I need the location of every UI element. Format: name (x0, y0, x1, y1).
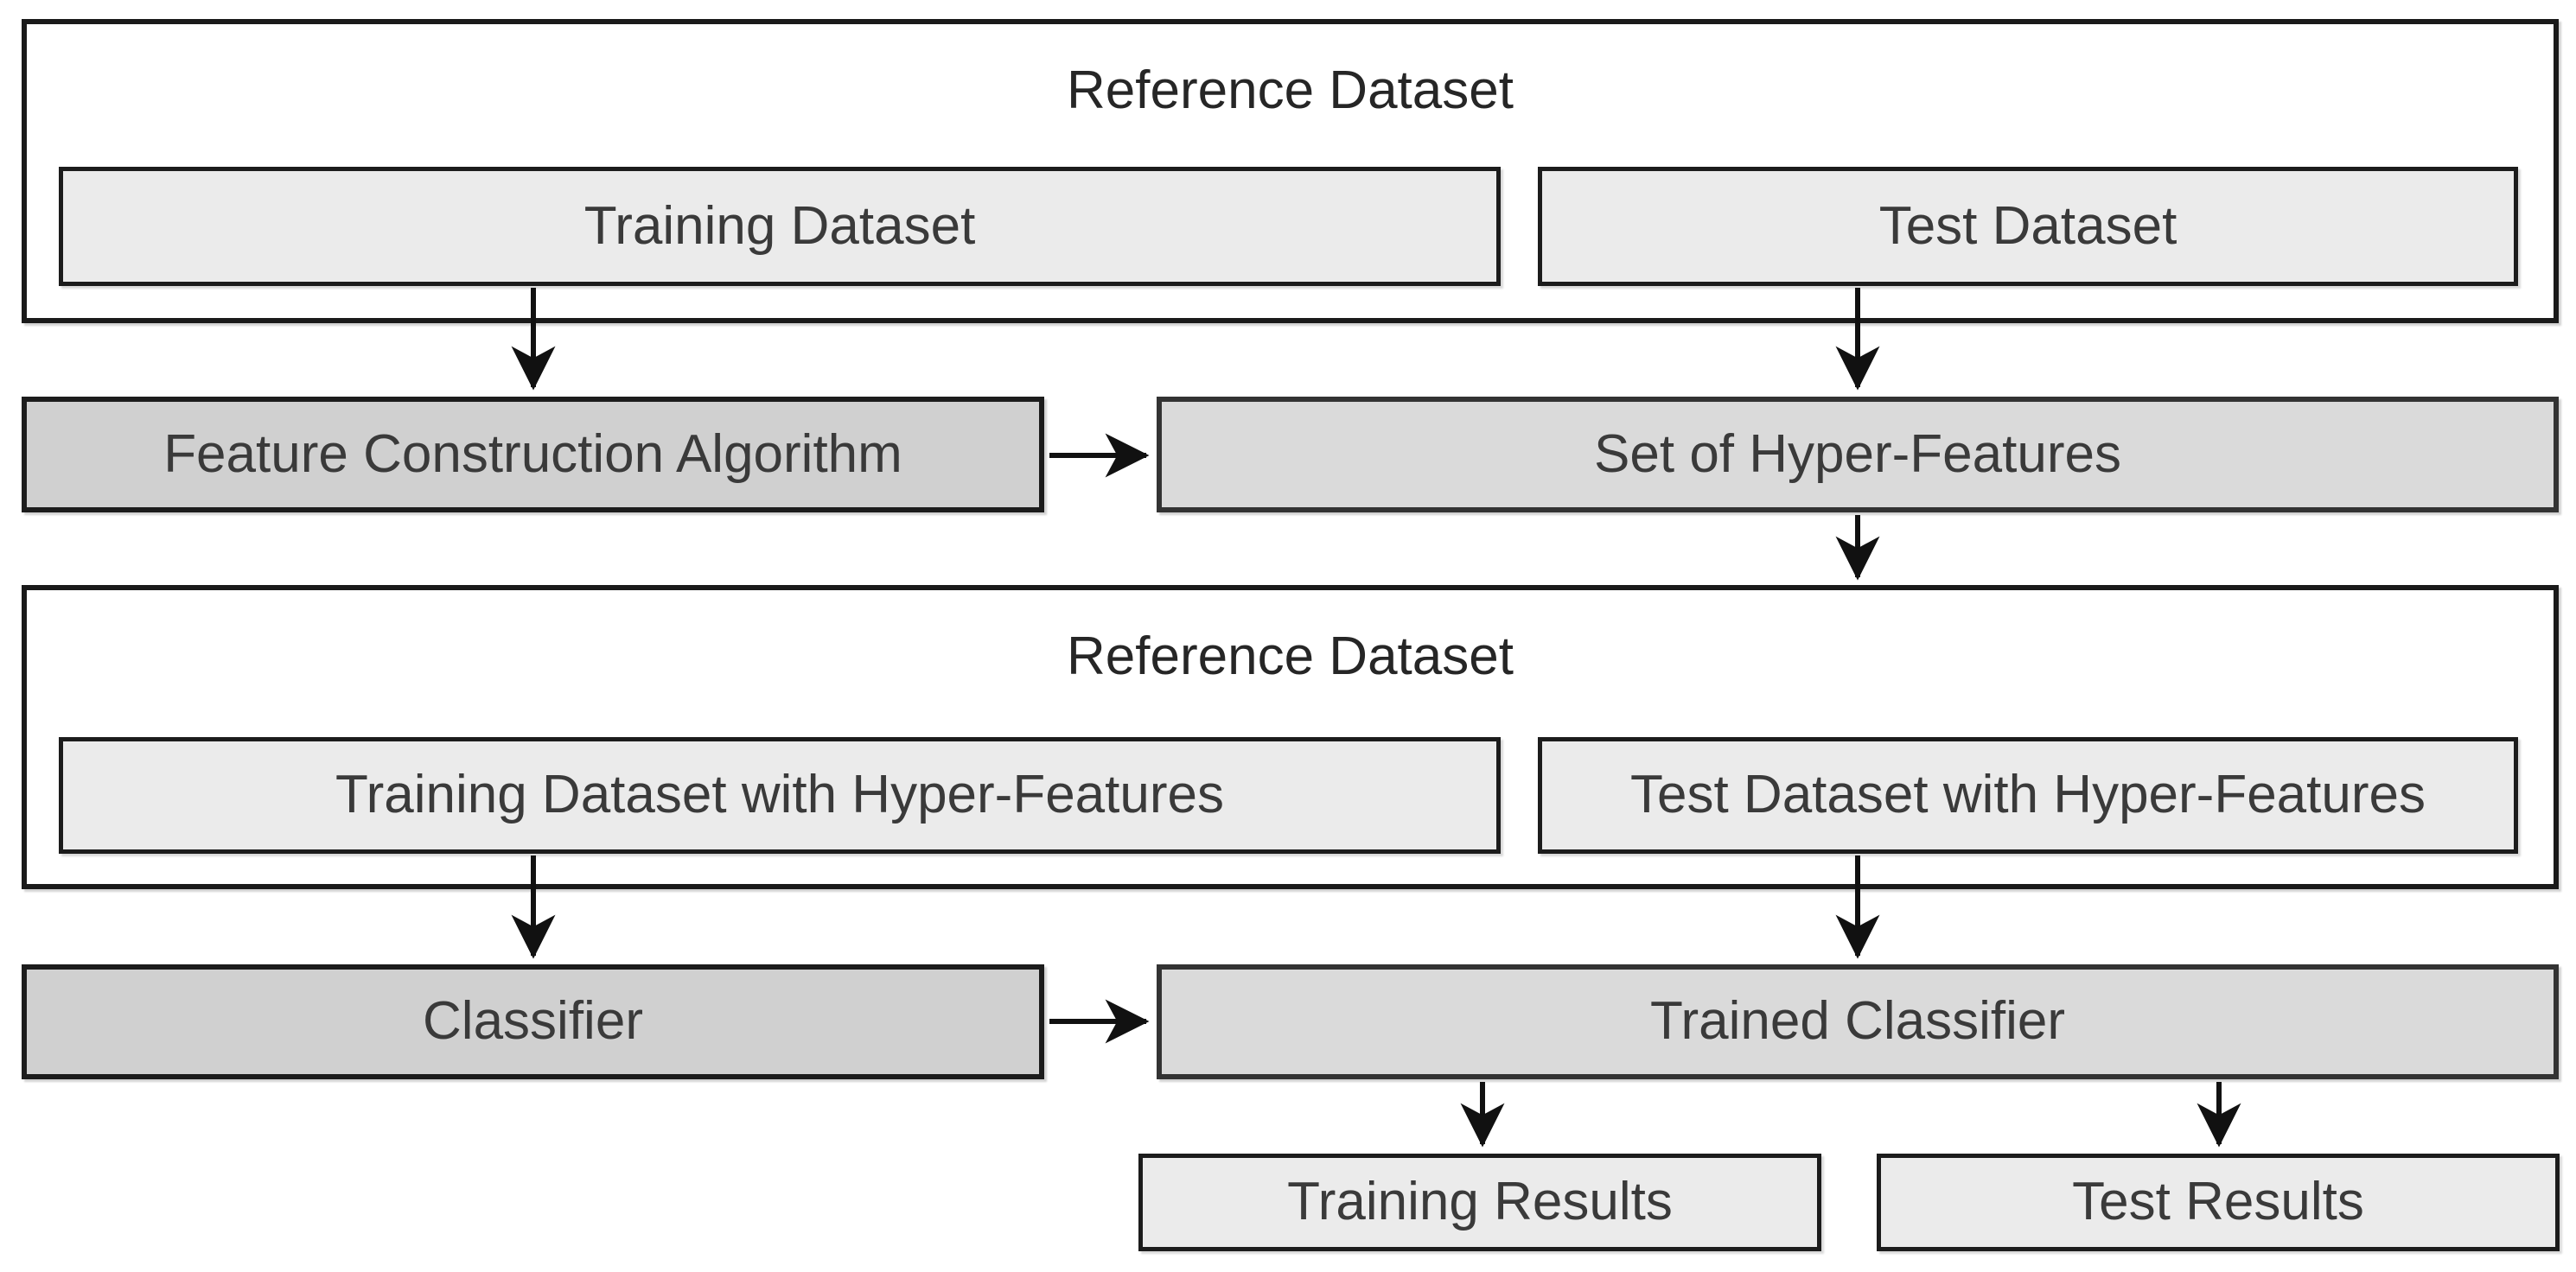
node-test-dataset-with-hyper-features: Test Dataset with Hyper-Features (1538, 737, 2518, 854)
node-set-of-hyper-features: Set of Hyper-Features (1157, 397, 2559, 512)
node-test-dataset: Test Dataset (1538, 167, 2518, 286)
node-trained-classifier: Trained Classifier (1157, 964, 2559, 1079)
node-classifier: Classifier (22, 964, 1044, 1079)
node-training-results: Training Results (1138, 1154, 1821, 1251)
node-training-dataset-with-hyper-features: Training Dataset with Hyper-Features (59, 737, 1501, 854)
node-feature-construction-algorithm: Feature Construction Algorithm (22, 397, 1044, 512)
container-reference-dataset-2-title: Reference Dataset (1067, 626, 1514, 686)
node-test-results: Test Results (1877, 1154, 2560, 1251)
container-reference-dataset-1-title: Reference Dataset (1067, 60, 1514, 120)
node-training-dataset: Training Dataset (59, 167, 1501, 286)
